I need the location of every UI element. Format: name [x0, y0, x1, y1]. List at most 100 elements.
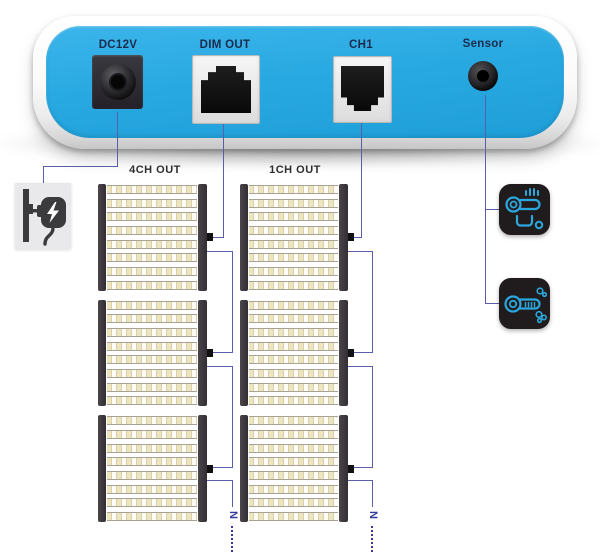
sensor-jack-hole [477, 70, 489, 82]
wire-ch1-chain [372, 480, 373, 507]
panel-rail-right [339, 184, 348, 291]
port-label-dimout: DIM OUT [199, 39, 251, 51]
led-strip [249, 368, 338, 378]
wire-ch1-stub [354, 467, 373, 468]
led-strip [249, 443, 338, 453]
led-panel [240, 299, 354, 407]
led-strip [107, 498, 197, 508]
panel-rail-left [98, 415, 106, 523]
wire-ch1-stub [348, 251, 373, 252]
led-strip [249, 457, 338, 467]
temperature-sensor-icon [499, 184, 550, 235]
led-strip [107, 396, 197, 406]
led-strip [107, 253, 197, 263]
rj45-opening-icon [201, 66, 251, 113]
panel-strips [249, 300, 338, 406]
led-strip [107, 327, 197, 337]
panel-strips [249, 185, 338, 290]
wire-dimout-stub [213, 352, 233, 353]
panel-connector [348, 233, 354, 242]
panel-rail-right [339, 299, 348, 407]
panel-rail-left [240, 184, 248, 291]
led-strip [249, 416, 338, 426]
wire-sensor-stub [485, 209, 500, 210]
panel-rail-left [240, 415, 248, 523]
wire-sensor-stub [485, 303, 500, 304]
led-strip [107, 266, 197, 276]
led-strip [249, 430, 338, 439]
led-strip [249, 511, 338, 521]
led-strip [107, 185, 197, 194]
dc-jack-pin [111, 75, 125, 89]
wire-dimout-stub [207, 251, 233, 252]
continuation-dots [371, 526, 373, 552]
rj45-opening-icon [341, 66, 384, 111]
panel-rail-right [339, 415, 348, 523]
led-strip [107, 300, 197, 310]
led-strip [249, 239, 338, 249]
column-label-1ch: 1CH OUT [269, 164, 321, 176]
wire-dimout-chain [232, 251, 233, 353]
wire-dc12v [117, 112, 118, 167]
sensor-jack-icon [468, 61, 498, 91]
dc-jack-ring [100, 64, 136, 100]
wire-ch1-stub [354, 352, 373, 353]
wire-dimout-stub [213, 237, 224, 238]
panel-strips [107, 185, 197, 290]
wire-ch1-stub [348, 366, 373, 367]
led-strip [249, 327, 338, 337]
wire-dimout-stub [213, 467, 233, 468]
panel-strips [107, 300, 197, 406]
led-strip [249, 253, 338, 263]
panel-connector [348, 464, 354, 473]
panel-connector [207, 349, 213, 357]
panel-connector [207, 233, 213, 242]
dimout-port [192, 55, 260, 124]
panel-strips [249, 416, 338, 521]
humidity-sensor-icon [499, 278, 550, 329]
wire-dc12v [43, 166, 118, 167]
led-strip [107, 382, 197, 392]
led-strip [107, 280, 197, 290]
led-strip [107, 368, 197, 378]
led-strip [107, 416, 197, 426]
panel-rail-left [98, 299, 106, 407]
led-panel [98, 415, 213, 523]
wire-sensor-bus [485, 95, 486, 304]
led-strip [107, 341, 197, 351]
led-strip [107, 511, 197, 521]
led-panel [240, 184, 354, 291]
led-strip [107, 470, 197, 480]
led-strip [107, 443, 197, 453]
panel-connector [207, 464, 213, 473]
led-strip [249, 314, 338, 324]
led-strip [107, 239, 197, 249]
wire-dimout-chain [232, 480, 233, 507]
led-strip [249, 212, 338, 222]
wire-dimout-bus [223, 122, 224, 238]
led-panel [240, 415, 354, 523]
panel-rail-right [198, 415, 207, 523]
panel-rail-right [198, 299, 207, 407]
wire-ch1-stub [348, 480, 373, 481]
port-label-dc12v: DC12V [98, 39, 138, 51]
wire-dimout-stub [207, 480, 233, 481]
led-strip [107, 484, 197, 494]
led-column-4ch [98, 184, 213, 523]
panel-strips [107, 416, 197, 521]
led-strip [249, 300, 338, 310]
led-strip [249, 382, 338, 392]
led-strip [107, 198, 197, 208]
port-label-sensor: Sensor [462, 38, 504, 50]
led-strip [249, 484, 338, 494]
led-strip [107, 355, 197, 365]
power-adapter-icon [15, 183, 71, 249]
port-label-ch1: CH1 [349, 39, 373, 51]
wire-dimout-stub [207, 366, 233, 367]
led-strip [249, 280, 338, 290]
led-strip [107, 225, 197, 235]
wire-dimout-chain [232, 366, 233, 468]
wire-ch1-chain [372, 366, 373, 468]
panel-connector [348, 349, 354, 357]
